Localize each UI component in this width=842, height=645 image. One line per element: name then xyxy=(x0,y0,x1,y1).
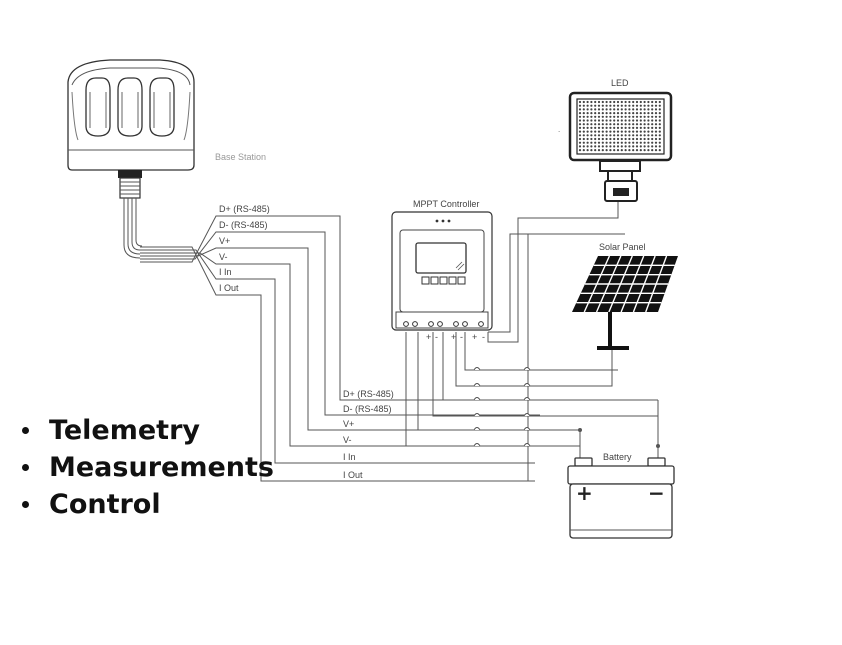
svg-text:.: . xyxy=(558,125,560,134)
terminal-pol-5: + xyxy=(472,332,477,342)
junction-dots xyxy=(578,428,660,448)
feature-list: Telemetry Measurements Control xyxy=(22,412,274,523)
wire-bundle xyxy=(140,215,580,482)
base-station-label: Base Station xyxy=(215,152,266,162)
battery-plus-sign: + xyxy=(576,481,593,505)
feature-control: Control xyxy=(49,489,161,520)
battery-minus-sign: − xyxy=(648,481,665,505)
solar-panel xyxy=(572,255,678,350)
controller-terminals xyxy=(403,321,484,327)
wire-label-i-out-bottom: I Out xyxy=(343,470,363,480)
base-station-device xyxy=(67,59,195,259)
wire-label-i-out-top: I Out xyxy=(219,283,239,293)
feature-telemetry: Telemetry xyxy=(49,415,200,446)
led-label: LED xyxy=(611,78,629,88)
terminal-pol-3: + xyxy=(451,332,456,342)
wire-label-v-minus-bottom: V- xyxy=(343,435,352,445)
bullet-dot xyxy=(22,427,29,434)
feature-item: Control xyxy=(22,486,274,523)
terminal-pol-2: - xyxy=(435,332,438,342)
wire-label-d-plus-top: D+ (RS-485) xyxy=(219,204,270,214)
terminal-pol-4: - xyxy=(460,332,463,342)
wire-label-d-minus-bottom: D- (RS-485) xyxy=(343,404,392,414)
wire-label-d-plus-bottom: D+ (RS-485) xyxy=(343,389,394,399)
solar-panel-label: Solar Panel xyxy=(599,242,646,252)
wire-label-v-plus-bottom: V+ xyxy=(343,419,354,429)
battery-label: Battery xyxy=(603,452,632,462)
bullet-dot xyxy=(22,464,29,471)
wire-label-v-plus-top: V+ xyxy=(219,236,230,246)
controller-title: MPPT Controller xyxy=(413,199,479,209)
feature-item: Telemetry xyxy=(22,412,274,449)
bullet-dot xyxy=(22,501,29,508)
controller-buttons xyxy=(421,276,466,285)
wire-label-i-in-bottom: I In xyxy=(343,452,356,462)
wire-label-v-minus-top: V- xyxy=(219,252,228,262)
battery xyxy=(567,457,675,539)
mppt-controller xyxy=(391,211,493,331)
wire-label-d-minus-top: D- (RS-485) xyxy=(219,220,268,230)
feature-measurements: Measurements xyxy=(49,452,274,483)
terminal-pol-1: + xyxy=(426,332,431,342)
wire-label-i-in-top: I In xyxy=(219,267,232,277)
led-lamp xyxy=(568,91,673,202)
terminal-pol-6: - xyxy=(482,332,485,342)
feature-item: Measurements xyxy=(22,449,274,486)
wire-crossings xyxy=(473,367,531,447)
